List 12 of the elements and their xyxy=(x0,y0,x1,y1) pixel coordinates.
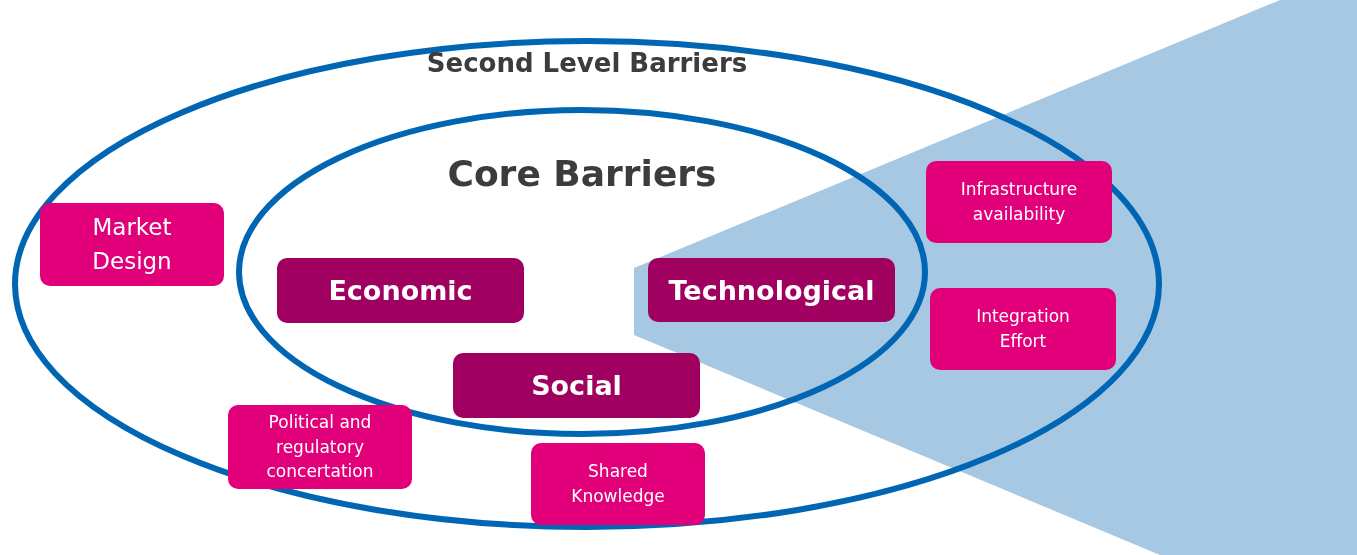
ellipse-title: Second Level Barriers xyxy=(425,48,749,78)
barrier-box: Shared Knowledge xyxy=(531,443,705,525)
barrier-ellipse xyxy=(12,38,1162,530)
core-barrier-box: Economic xyxy=(277,258,524,323)
barrier-box: Integration Effort xyxy=(930,288,1116,370)
core-barrier-box: Social xyxy=(453,353,700,418)
barrier-box: Political and regulatory concertation xyxy=(228,405,412,489)
ellipse-title: Core Barriers xyxy=(446,153,718,194)
barrier-box: Market Design xyxy=(40,203,224,286)
core-barrier-box: Technological xyxy=(648,258,895,322)
barrier-box: Infrastructure availability xyxy=(926,161,1112,243)
barrier-ellipse xyxy=(236,107,928,437)
